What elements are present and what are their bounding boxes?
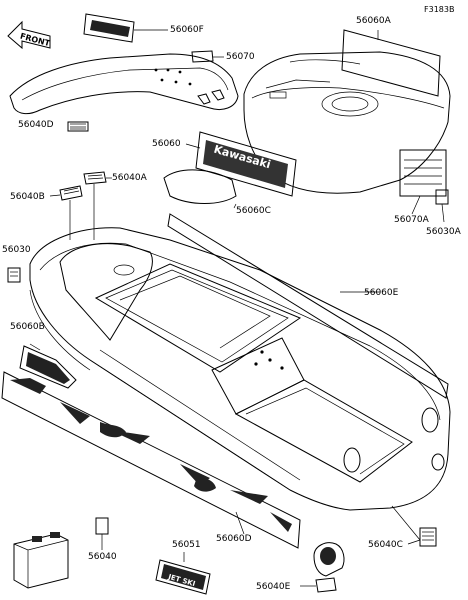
label-56060: 56060 [152, 139, 181, 149]
label-56060F: 56060F [170, 25, 204, 35]
figure-code: F3183B [424, 5, 455, 14]
label-56060C: 56060C [236, 206, 271, 216]
front-arrow: FRONT [7, 20, 51, 50]
hull-part [29, 227, 451, 541]
decal-56060E [167, 213, 449, 399]
hood-part [9, 53, 239, 115]
battery-part [13, 532, 69, 589]
label-56030A: 56030A [426, 227, 461, 237]
decal-56040 [95, 517, 109, 550]
decal-56030A [435, 189, 449, 223]
decal-56060F [83, 13, 168, 43]
decal-56060D [1, 371, 301, 549]
label-56040D: 56040D [18, 120, 54, 130]
decal-56060-kawasaki: Kawasaki [185, 131, 297, 197]
label-56070A: 56070A [394, 215, 429, 225]
decal-56040A [83, 171, 112, 240]
label-56040C: 56040C [368, 540, 403, 550]
decal-56051: JET SKI [155, 552, 211, 595]
label-56060D: 56060D [216, 534, 252, 544]
decal-56070A [399, 149, 447, 215]
decal-56040C [407, 527, 437, 547]
fuel-cap-56040E [300, 542, 345, 593]
decal-56040D [67, 121, 89, 132]
decal-56060A [341, 29, 441, 97]
label-56040B: 56040B [10, 192, 45, 202]
decal-56060B [19, 343, 77, 389]
label-56040: 56040 [88, 552, 117, 562]
label-56060A: 56060A [356, 16, 391, 26]
svg-text:FRONT: FRONT [19, 32, 51, 49]
decal-56070 [191, 50, 224, 63]
label-56070: 56070 [226, 52, 255, 62]
decal-56040B [49, 185, 83, 240]
label-56060B: 56060B [10, 322, 45, 332]
label-56030: 56030 [2, 245, 31, 255]
label-56040A: 56040A [112, 173, 147, 183]
label-56051: 56051 [172, 540, 201, 550]
label-56040E: 56040E [256, 582, 291, 592]
decal-56060C [163, 169, 237, 209]
label-56060E: 56060E [364, 288, 399, 298]
decal-56030 [7, 267, 21, 283]
